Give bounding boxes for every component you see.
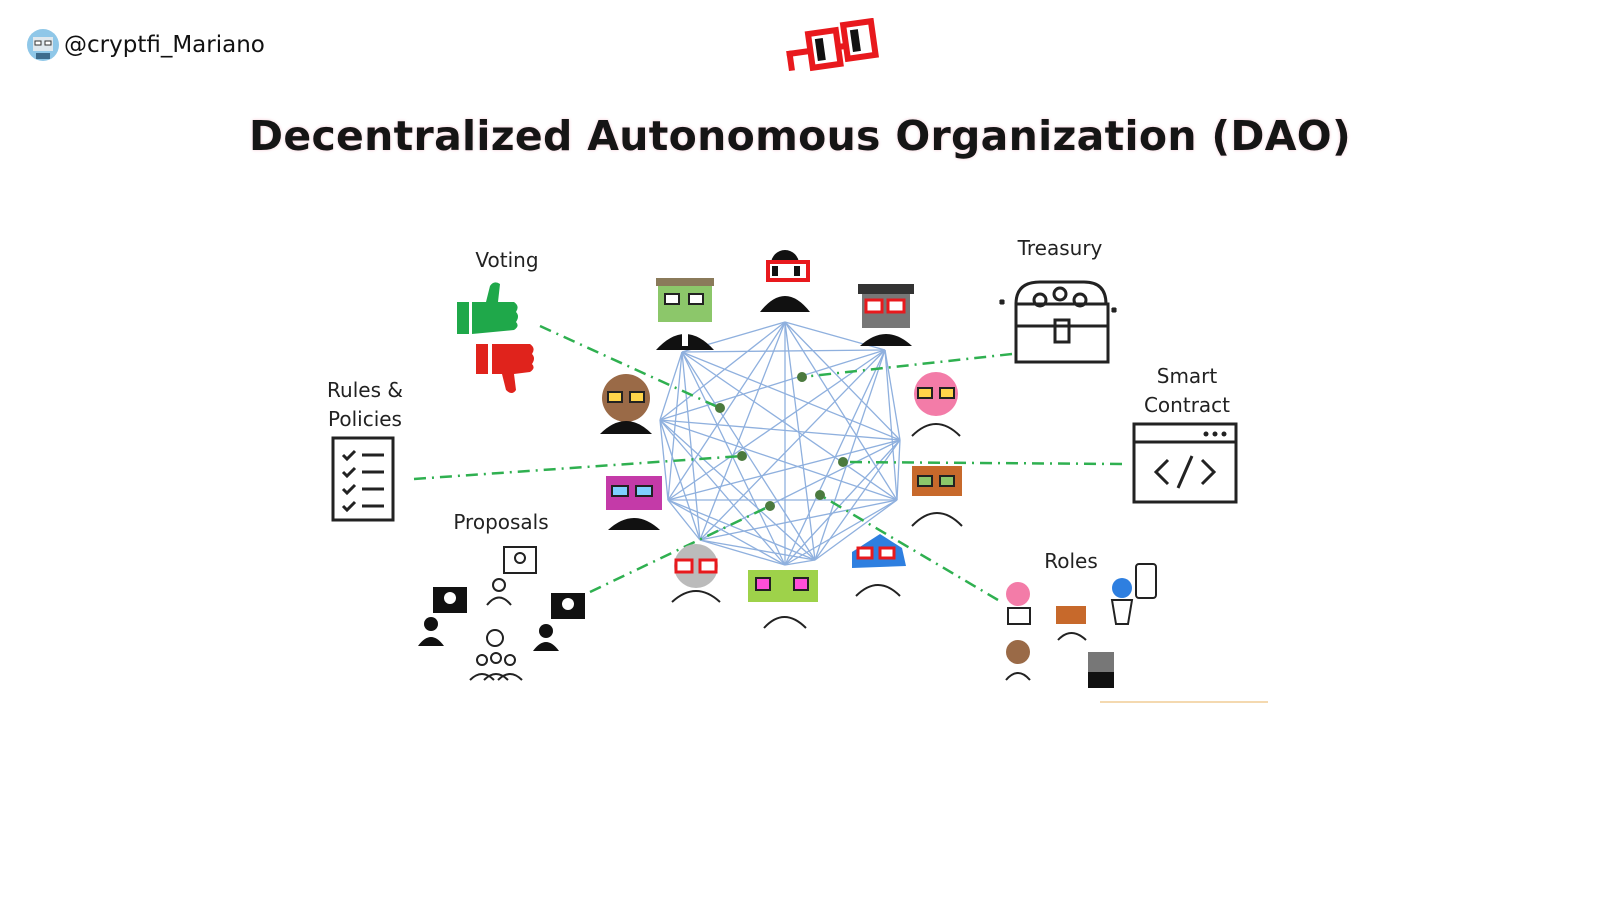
label-rules-1: Rules & bbox=[327, 378, 403, 402]
mesh-link bbox=[659, 351, 683, 421]
checklist-icon bbox=[331, 436, 395, 522]
label-rules-2: Policies bbox=[328, 407, 402, 431]
node-treasury bbox=[797, 372, 807, 382]
brand-logo-icon bbox=[786, 18, 879, 72]
mesh-link bbox=[681, 351, 786, 566]
page-title: Decentralized Autonomous Organization (D… bbox=[249, 112, 1351, 160]
mesh-link bbox=[681, 351, 901, 441]
treasury-chest-icon bbox=[998, 280, 1118, 364]
mesh-link bbox=[659, 349, 886, 421]
mesh-link bbox=[681, 351, 701, 541]
node-voting bbox=[715, 403, 725, 413]
mesh-link bbox=[659, 419, 901, 441]
mesh-link bbox=[659, 419, 669, 501]
mesh-link bbox=[659, 321, 786, 421]
member-purple-box bbox=[606, 476, 662, 530]
mesh-link bbox=[784, 559, 816, 566]
mesh-link bbox=[667, 499, 816, 561]
mesh-link bbox=[699, 321, 786, 541]
roles-people-icon bbox=[1005, 563, 1157, 688]
thumbs-down-icon bbox=[476, 344, 534, 393]
network-mesh bbox=[659, 321, 901, 566]
mesh-link bbox=[699, 499, 898, 541]
mesh-link bbox=[681, 349, 886, 353]
mesh-link bbox=[814, 349, 886, 561]
author-handle[interactable]: @cryptfi_Mariano bbox=[26, 28, 265, 62]
mesh-link bbox=[699, 349, 886, 541]
node-rules bbox=[737, 451, 747, 461]
mesh-link bbox=[667, 349, 886, 501]
label-smart-1: Smart bbox=[1157, 364, 1218, 388]
member-bandana bbox=[656, 278, 714, 350]
mesh-link bbox=[896, 439, 901, 501]
thumbs-up-icon bbox=[457, 282, 518, 334]
label-treasury: Treasury bbox=[1017, 236, 1103, 260]
member-orange-box bbox=[911, 466, 963, 527]
mesh-link bbox=[784, 321, 901, 441]
mesh-link bbox=[659, 419, 786, 566]
member-hat-glasses bbox=[760, 250, 810, 312]
mesh-link bbox=[884, 349, 898, 501]
connector-treasury bbox=[801, 352, 1013, 379]
connector-smart-contract bbox=[842, 460, 1123, 466]
mesh-link bbox=[784, 499, 898, 566]
member-gray-hair bbox=[671, 544, 721, 603]
connector-rules bbox=[413, 454, 743, 481]
author-avatar-icon bbox=[27, 29, 59, 61]
label-roles: Roles bbox=[1044, 549, 1098, 573]
member-blue-shark bbox=[852, 534, 906, 597]
mesh-link bbox=[681, 351, 816, 561]
node-roles bbox=[815, 490, 825, 500]
label-voting: Voting bbox=[475, 248, 538, 272]
mesh-link bbox=[659, 419, 898, 501]
member-gray-cap bbox=[858, 284, 914, 346]
smart-contract-code-icon bbox=[1132, 422, 1238, 504]
node-proposals bbox=[765, 501, 775, 511]
connector-roles bbox=[819, 493, 999, 602]
connector-voting bbox=[539, 324, 721, 410]
member-brown bbox=[600, 374, 652, 434]
mesh-link bbox=[667, 499, 786, 566]
label-smart-2: Contract bbox=[1144, 393, 1230, 417]
mesh-link bbox=[681, 351, 898, 501]
mesh-link bbox=[667, 351, 683, 501]
mesh-link bbox=[659, 419, 701, 541]
mesh-link bbox=[784, 321, 816, 561]
mesh-link bbox=[814, 499, 898, 561]
member-green-robot bbox=[748, 570, 818, 629]
label-proposals: Proposals bbox=[453, 510, 548, 534]
node-smart-contract bbox=[838, 457, 848, 467]
connector-proposals bbox=[589, 504, 771, 594]
proposals-people-icon bbox=[418, 546, 585, 681]
mesh-link bbox=[884, 349, 901, 441]
member-pink bbox=[911, 372, 961, 437]
mesh-link bbox=[667, 439, 901, 501]
author-handle-text: @cryptfi_Mariano bbox=[64, 32, 265, 58]
mesh-link bbox=[659, 419, 816, 561]
mesh-link bbox=[667, 499, 701, 541]
mesh-link bbox=[699, 539, 786, 566]
